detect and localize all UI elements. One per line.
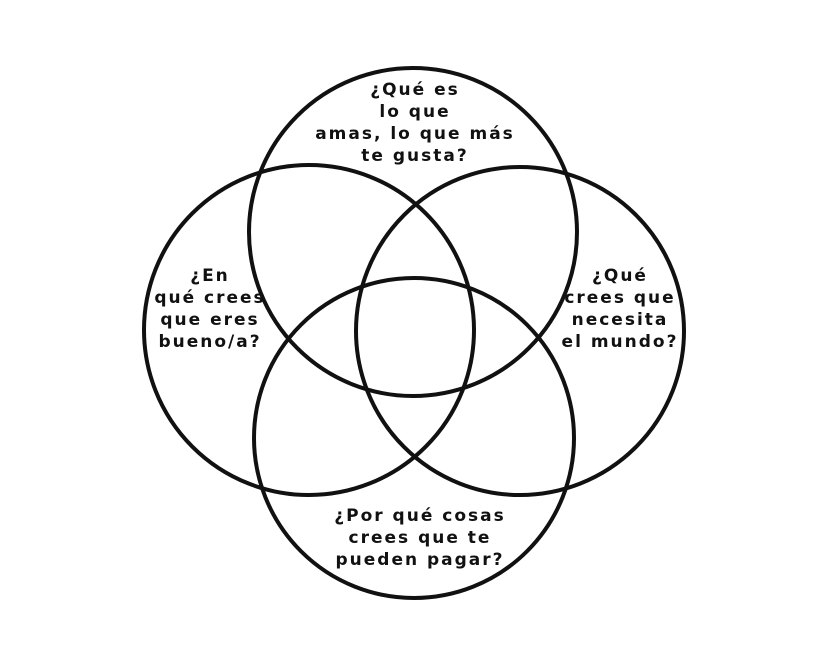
question-left-line: ¿En — [190, 266, 230, 286]
question-top-line: te gusta? — [361, 146, 469, 166]
circle-top — [247, 66, 579, 398]
question-left: ¿En qué crees que eres bueno/a? — [130, 265, 290, 353]
question-right: ¿Qué crees que necesita el mundo? — [540, 265, 700, 353]
question-left-line: bueno/a? — [158, 332, 262, 352]
circle-left — [142, 163, 476, 497]
question-top-line: amas, lo que más — [315, 124, 515, 144]
circle-right — [354, 165, 686, 497]
question-bottom-line: ¿Por qué cosas — [334, 506, 506, 526]
circle-bottom — [252, 276, 576, 600]
question-top-line: ¿Qué es — [370, 80, 460, 100]
question-top-line: lo que — [379, 102, 451, 122]
question-bottom-line: crees que te — [348, 528, 492, 548]
question-left-line: qué crees — [154, 288, 266, 308]
question-right-line: ¿Qué — [592, 266, 648, 286]
question-bottom: ¿Por qué cosas crees que te pueden pagar… — [300, 505, 540, 571]
question-top: ¿Qué es lo que amas, lo que más te gusta… — [290, 79, 540, 167]
question-right-line: el mundo? — [561, 332, 679, 352]
question-bottom-line: pueden pagar? — [335, 550, 505, 570]
question-right-line: crees que — [564, 288, 676, 308]
question-right-line: necesita — [571, 310, 669, 330]
question-left-line: que eres — [160, 310, 260, 330]
